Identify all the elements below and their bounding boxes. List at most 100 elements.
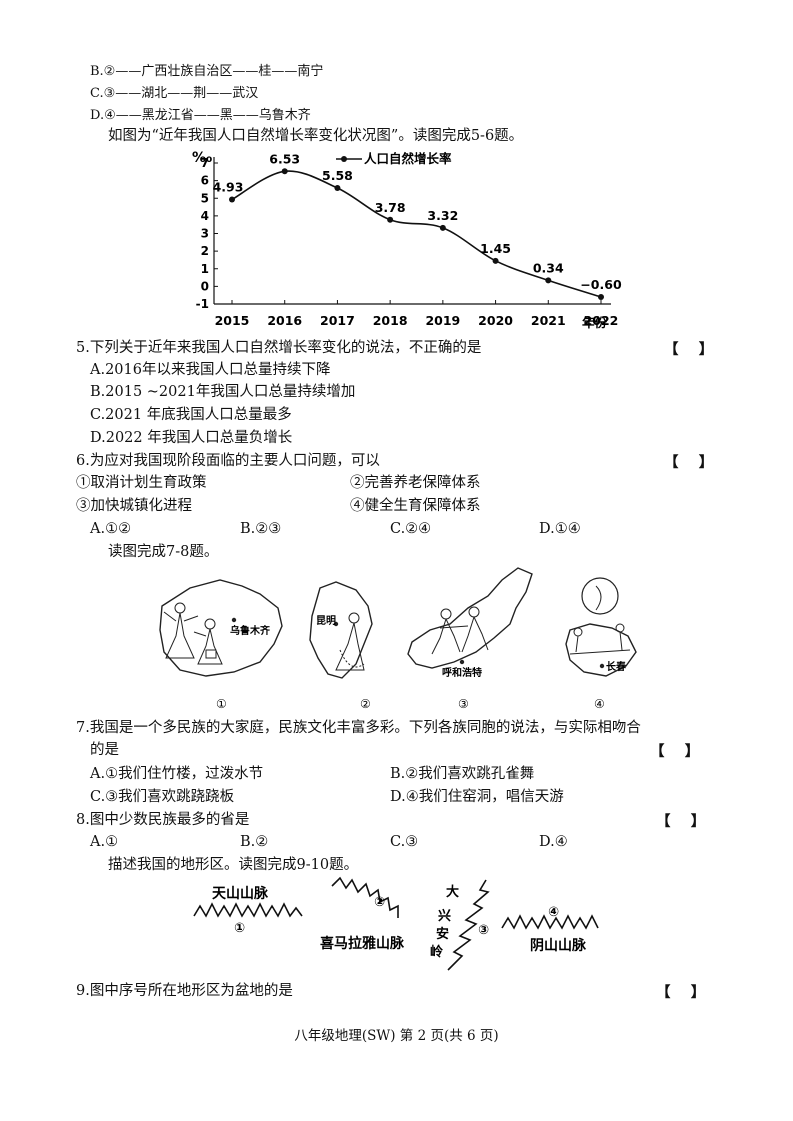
option-d-prev: D.④——黑龙江省——黑——乌鲁木齐 [90, 108, 311, 123]
y-tick-label: 1 [201, 262, 209, 276]
mountains-himalaya [331, 876, 399, 918]
x-tick-label: 2017 [320, 313, 355, 328]
y-tick-label: 0 [201, 279, 209, 293]
chart-ylabel: ‰ [192, 150, 212, 166]
q6-option-b[interactable]: B.②③ [240, 521, 282, 537]
label-tianshan: 天山山脉 [212, 885, 269, 902]
q8-option-a[interactable]: A.① [90, 834, 119, 850]
q7-option-d[interactable]: D.④我们住窑洞，唱信天游 [390, 789, 564, 805]
intro-5-6: 如图为“近年我国人口自然增长率变化状况图”。读图完成5-6题。 [108, 128, 524, 144]
map-label-kunming: 昆明 [316, 615, 336, 627]
data-point [281, 168, 288, 175]
q5-option-d[interactable]: D.2022 年我国人口总量负增长 [90, 430, 293, 446]
x-tick-label: 2019 [425, 313, 460, 328]
data-labels: 4.936.535.583.783.321.450.34−0.60 [213, 151, 622, 292]
q8-option-d[interactable]: D.④ [539, 834, 568, 850]
map-label-changchun: 长春 [606, 660, 626, 673]
y-tick-label: 5 [201, 191, 209, 205]
map-inner-mongolia [407, 567, 533, 669]
map-jilin [565, 623, 637, 677]
map-yunnan [309, 581, 373, 679]
legend-marker [341, 156, 347, 162]
y-tick-label: 7 [201, 156, 209, 170]
q7-option-b[interactable]: B.②我们喜欢跳孔雀舞 [390, 766, 535, 782]
x-tick-label: 2016 [267, 313, 302, 328]
q8-stem: 8.图中少数民族最多的省是 [76, 812, 250, 828]
q8-option-b[interactable]: B.② [240, 834, 269, 850]
q6-item-1: ①取消计划生育政策 [76, 475, 207, 491]
q7-answer-bracket[interactable]: 【 】 [650, 743, 700, 760]
y-tick-label: 3 [201, 227, 209, 241]
label-daxinganling-1: 大 [446, 884, 459, 900]
data-point [545, 277, 552, 284]
q6-item-2: ②完善养老保障体系 [350, 475, 481, 491]
q5-stem: 5.下列关于近年来我国人口自然增长率变化的说法，不正确的是 [76, 340, 482, 356]
label-himalaya: 喜马拉雅山脉 [320, 935, 405, 952]
intro-9-10: 描述我国的地形区。读图完成9-10题。 [108, 857, 359, 873]
data-label: 1.45 [480, 241, 511, 256]
x-tick-label: 2018 [373, 313, 408, 328]
label-yinshan: 阴山山脉 [530, 937, 587, 954]
x-axis: 2015 2016 2017 2018 2019 2020 2021 2022 [214, 300, 618, 328]
q6-item-4: ④健全生育保障体系 [350, 498, 481, 514]
number-1: ① [234, 921, 245, 936]
map-label-hohhot: 呼和浩特 [442, 666, 482, 679]
page-footer: 八年级地理(SW) 第 2 页(共 6 页) [294, 1028, 499, 1044]
x-tick-label: 2022 [584, 313, 619, 328]
mountains-yinshan [501, 914, 599, 930]
number-3: ③ [478, 923, 489, 938]
data-label: 6.53 [269, 151, 300, 166]
label-daxinganling-4: 岭 [430, 944, 443, 960]
series-points [229, 168, 604, 300]
q8-option-c[interactable]: C.③ [390, 834, 419, 850]
q7-option-a[interactable]: A.①我们住竹楼，过泼水节 [90, 766, 264, 782]
q6-stem: 6.为应对我国现阶段面临的主要人口问题，可以 [76, 453, 380, 469]
map-number-2: ② [360, 697, 371, 711]
x-tick-label: 2015 [215, 313, 250, 328]
y-tick-label: 6 [201, 174, 209, 188]
q9-stem: 9.图中序号所在地形区为盆地的是 [76, 983, 293, 999]
label-daxinganling-2: 兴 [438, 908, 451, 924]
q5-option-a[interactable]: A.2016年以来我国人口总量持续下降 [90, 362, 331, 378]
legend-label: 人口自然增长率 [364, 151, 452, 166]
data-label: 3.78 [375, 200, 406, 215]
x-tick-label: 2020 [478, 313, 513, 328]
q7-option-c[interactable]: C.③我们喜欢跳跷跷板 [90, 789, 235, 805]
q6-item-3: ③加快城镇化进程 [76, 498, 192, 514]
data-point [439, 224, 446, 231]
q7-stem-line-1: 7.我国是一个多民族的大家庭，民族文化丰富多彩。下列各族同胞的说法，与实际相吻合 [76, 720, 641, 736]
x-tick-label: 2021 [531, 313, 566, 328]
intro-7-8: 读图完成7-8题。 [108, 544, 219, 560]
q7-stem-line-2: 的是 [90, 742, 119, 758]
option-b-prev: B.②——广西壮族自治区——桂——南宁 [90, 64, 324, 79]
map-number-1: ① [216, 697, 227, 711]
seesaw-figures [569, 623, 631, 655]
data-label: 3.32 [427, 208, 458, 223]
q6-option-d[interactable]: D.①④ [539, 521, 581, 537]
chart-xlabel: 年份 [582, 315, 608, 330]
map-number-4: ④ [594, 697, 605, 711]
q5-option-b[interactable]: B.2015 ~2021年我国人口总量持续增加 [90, 384, 356, 400]
terrain-figure: 天山山脉 ① ② 喜马拉雅山脉 大 兴 安 岭 ③ ④ 阴山山脉 [193, 876, 599, 971]
q6-option-a[interactable]: A.①② [90, 521, 132, 537]
data-label: 4.93 [213, 179, 244, 194]
mountains-daxinganling [447, 879, 490, 971]
data-label: 0.34 [533, 260, 564, 275]
q6-answer-bracket[interactable]: 【 】 [664, 454, 714, 471]
dancers-figure-1 [163, 602, 223, 665]
peacock-dancer [335, 612, 365, 671]
jilin-inset-circle [581, 577, 619, 615]
label-daxinganling-3: 安 [436, 926, 449, 942]
q8-answer-bracket[interactable]: 【 】 [656, 813, 706, 830]
series-line [231, 170, 602, 298]
data-point [598, 293, 604, 300]
q5-answer-bracket[interactable]: 【 】 [664, 341, 714, 358]
y-tick-label: 4 [201, 209, 209, 223]
q9-answer-bracket[interactable]: 【 】 [656, 984, 706, 1001]
data-label: −0.60 [580, 277, 622, 292]
number-4: ④ [548, 905, 559, 920]
data-point [492, 257, 499, 264]
q6-option-c[interactable]: C.②④ [390, 521, 432, 537]
q5-option-c[interactable]: C.2021 年底我国人口总量最多 [90, 407, 292, 423]
